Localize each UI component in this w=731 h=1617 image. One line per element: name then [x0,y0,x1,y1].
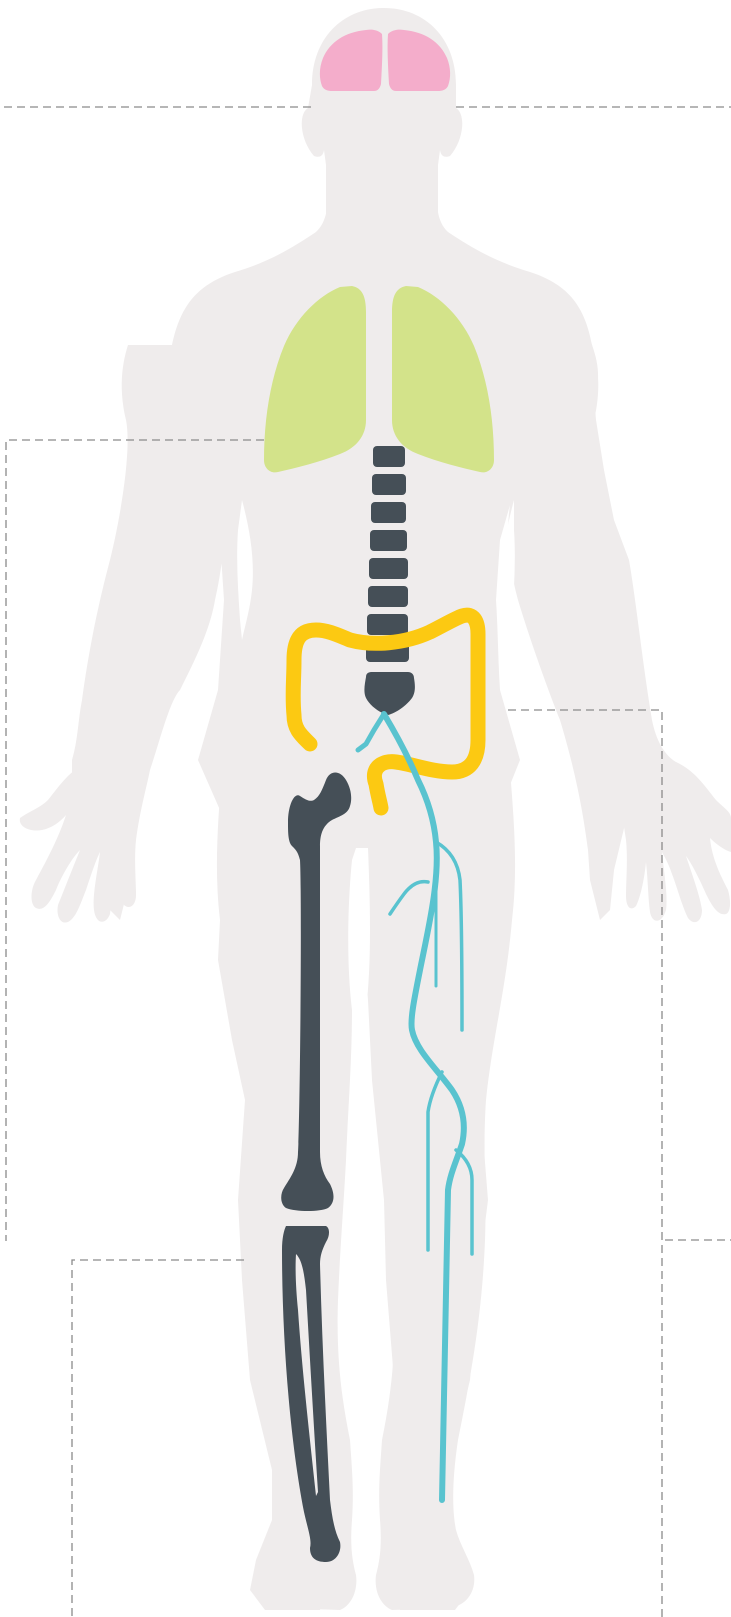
vertebra-4 [370,530,407,551]
vertebra-3 [371,502,406,523]
leg-gap [348,848,370,1080]
bones-guide [72,1260,244,1617]
vertebra-1 [373,446,405,467]
vertebra-2 [372,474,406,495]
vertebra-7 [367,614,408,635]
vertebra-5 [369,558,408,579]
vertebra-6 [368,586,408,607]
neck [326,150,438,250]
